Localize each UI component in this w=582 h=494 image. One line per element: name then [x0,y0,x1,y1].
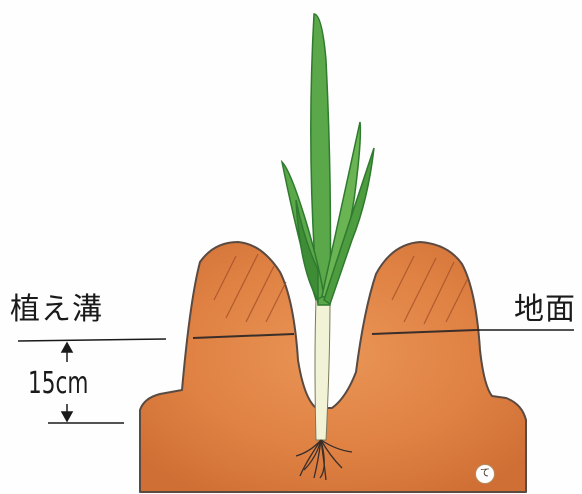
trench-label: 植え溝 [10,284,103,328]
artist-signature-stamp: て [475,464,495,484]
depth-label: 15cm [28,366,88,401]
ground-label: 地面 [514,284,576,328]
plant-leaves [282,14,374,305]
trench-top-line [18,339,166,341]
